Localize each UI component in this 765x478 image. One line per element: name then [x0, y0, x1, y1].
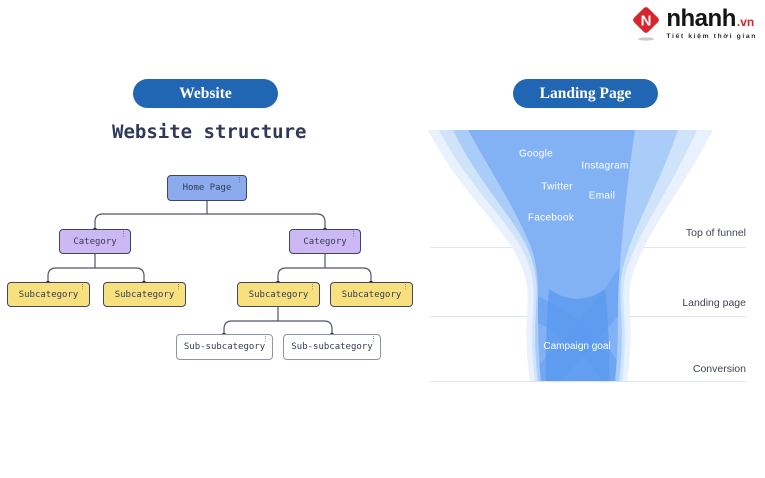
logo-brand-text: nhanh: [666, 5, 736, 32]
tree-node-subcategory-2[interactable]: Subcategory ⋮: [103, 282, 186, 307]
funnel-channel-twitter: Twitter: [541, 181, 573, 193]
logo-tld-text: .vn: [736, 15, 755, 29]
nhanh-logo: N nhanh .vn Tiết kiệm thời gian: [630, 6, 757, 44]
funnel-stage-divider: [430, 381, 746, 382]
tree-node-label: Subcategory: [341, 289, 402, 300]
tree-node-home-page[interactable]: Home Page ⋮: [167, 175, 247, 201]
more-options-icon[interactable]: ⋮: [79, 283, 86, 291]
tree-node-label: Subcategory: [248, 289, 309, 300]
funnel-channel-email: Email: [588, 190, 616, 202]
stage-label-top-of-funnel: Top of funnel: [685, 227, 746, 239]
funnel-channel-facebook: Facebook: [527, 212, 575, 224]
tree-node-sub-subcategory-2[interactable]: Sub-subcategory ⋮: [283, 334, 381, 360]
svg-text:N: N: [641, 13, 652, 30]
tree-node-category-1[interactable]: Category ⋮: [59, 229, 131, 254]
stage-label-conversion: Conversion: [692, 363, 746, 375]
funnel-channel-instagram: Instagram: [581, 160, 629, 172]
nhanh-logo-icon: N: [633, 7, 660, 41]
more-options-icon[interactable]: ⋮: [175, 283, 182, 291]
tree-node-category-2[interactable]: Category ⋮: [289, 229, 361, 254]
landing-page-button[interactable]: Landing Page: [513, 79, 658, 108]
more-options-icon[interactable]: ⋮: [236, 176, 243, 184]
tree-node-label: Subcategory: [114, 289, 175, 300]
tree-node-sub-subcategory-1[interactable]: Sub-subcategory ⋮: [176, 334, 273, 360]
tree-title: Website structure: [112, 121, 307, 143]
funnel-campaign-goal: Campaign goal: [543, 340, 611, 352]
tree-node-subcategory-3[interactable]: Subcategory ⋮: [237, 282, 320, 307]
funnel-channel-google: Google: [518, 148, 554, 160]
tree-node-label: Category: [303, 236, 347, 247]
website-button[interactable]: Website: [133, 79, 278, 108]
more-options-icon[interactable]: ⋮: [402, 283, 409, 291]
more-options-icon[interactable]: ⋮: [370, 335, 377, 343]
tree-node-label: Category: [73, 236, 117, 247]
stage-label-landing-page: Landing page: [682, 297, 746, 309]
funnel-graphic: [428, 130, 713, 381]
tree-node-label: Sub-subcategory: [291, 342, 373, 352]
tree-node-label: Home Page: [182, 183, 232, 193]
logo-tagline: Tiết kiệm thời gian: [666, 33, 757, 40]
more-options-icon[interactable]: ⋮: [350, 230, 357, 238]
tree-node-label: Sub-subcategory: [183, 342, 266, 352]
tree-node-subcategory-1[interactable]: Subcategory ⋮: [7, 282, 90, 307]
more-options-icon[interactable]: ⋮: [262, 335, 269, 343]
more-options-icon[interactable]: ⋮: [120, 230, 127, 238]
tree-node-subcategory-4[interactable]: Subcategory ⋮: [330, 282, 413, 307]
more-options-icon[interactable]: ⋮: [309, 283, 316, 291]
tree-node-label: Subcategory: [18, 289, 79, 300]
